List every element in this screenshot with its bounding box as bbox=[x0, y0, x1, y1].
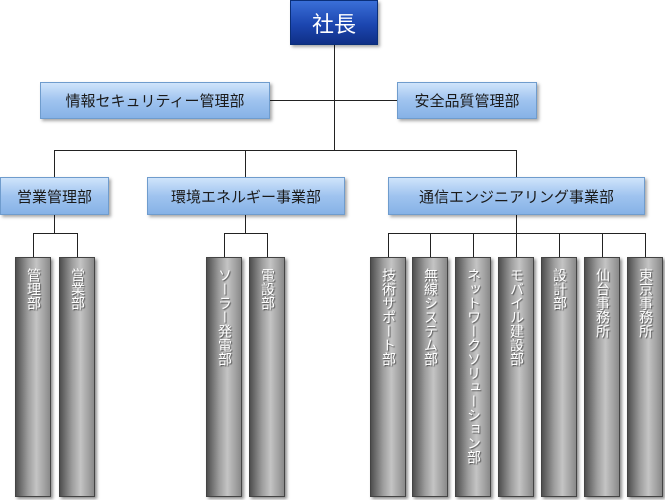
unit-label: 管理部 bbox=[25, 268, 41, 310]
unit-box: 技術サポート部 bbox=[370, 257, 406, 497]
unit-box: 電設部 bbox=[249, 257, 285, 497]
unit-label: 営業部 bbox=[69, 268, 85, 310]
division-box-energy: 環境エネルギー事業部 bbox=[147, 177, 345, 215]
division-label-sales: 営業管理部 bbox=[16, 187, 92, 206]
unit-label: 電設部 bbox=[259, 268, 275, 310]
unit-box: 無線システム部 bbox=[412, 257, 448, 497]
division-label-telecom: 通信エンジニアリング事業部 bbox=[418, 187, 614, 206]
division-box-telecom: 通信エンジニアリング事業部 bbox=[388, 177, 645, 215]
staff-label-security: 情報セキュリティー管理部 bbox=[65, 92, 245, 110]
unit-label: 仙台事務所 bbox=[594, 268, 610, 338]
ceo-box: 社長 bbox=[290, 0, 378, 45]
staff-box-security: 情報セキュリティー管理部 bbox=[40, 82, 270, 119]
unit-box: モバイル建設部 bbox=[498, 257, 534, 497]
unit-box: 管理部 bbox=[15, 257, 51, 497]
unit-box: ソーラー発電部 bbox=[206, 257, 242, 497]
unit-box: 設計部 bbox=[541, 257, 577, 497]
division-label-energy: 環境エネルギー事業部 bbox=[170, 187, 321, 206]
unit-box: 営業部 bbox=[59, 257, 95, 497]
unit-box: 仙台事務所 bbox=[584, 257, 620, 497]
ceo-label: 社長 bbox=[311, 12, 356, 38]
unit-box: 東京事務所 bbox=[627, 257, 663, 497]
unit-label: 技術サポート部 bbox=[380, 268, 396, 366]
unit-label: 無線システム部 bbox=[422, 268, 438, 366]
unit-label: 東京事務所 bbox=[637, 268, 653, 338]
unit-label: モバイル建設部 bbox=[508, 268, 524, 366]
unit-label: ネットワークソリューション部 bbox=[465, 268, 481, 464]
unit-label: ソーラー発電部 bbox=[216, 268, 232, 366]
division-box-sales: 営業管理部 bbox=[0, 177, 109, 215]
unit-box: ネットワークソリューション部 bbox=[455, 257, 491, 497]
unit-label: 設計部 bbox=[551, 268, 567, 310]
staff-box-quality: 安全品質管理部 bbox=[397, 82, 537, 119]
staff-label-quality: 安全品質管理部 bbox=[414, 92, 520, 110]
